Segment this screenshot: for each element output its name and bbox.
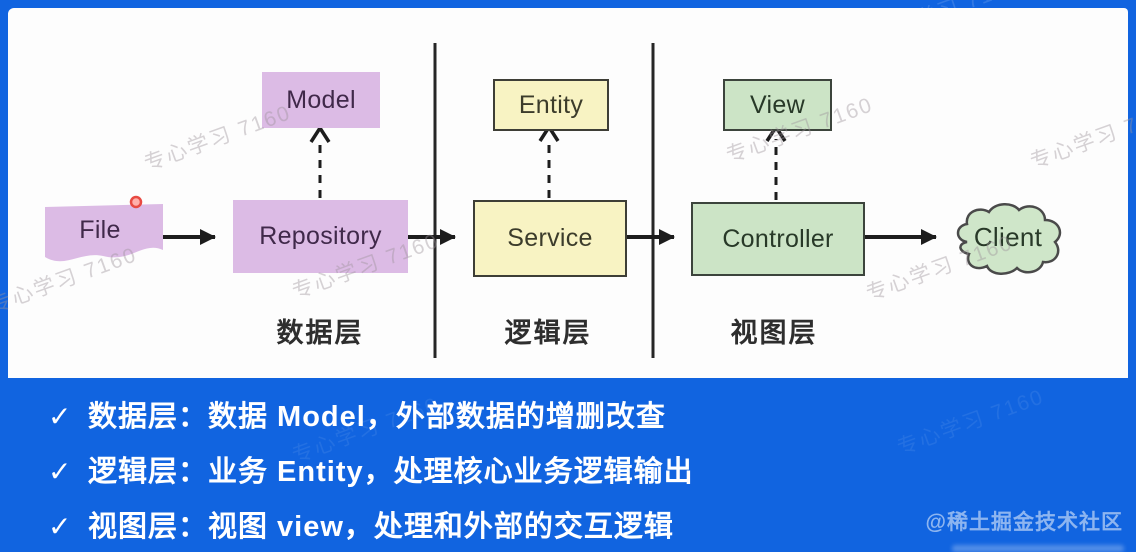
service-node: Service: [473, 200, 627, 277]
note-row-view-layer: ✓ 视图层：视图 view，处理和外部的交互逻辑: [0, 508, 1136, 548]
model-node: Model: [262, 72, 380, 128]
layer-label-view: 视图层: [730, 317, 818, 348]
note-row-data-layer: ✓ 数据层：数据 Model，外部数据的增删改查: [0, 398, 1136, 438]
note-text: 数据层：数据 Model，外部数据的增删改查: [88, 401, 666, 433]
note-row-logic-layer: ✓ 逻辑层：业务 Entity，处理核心业务逻辑输出: [0, 453, 1136, 493]
check-icon: ✓: [48, 511, 72, 542]
note-text: 逻辑层：业务 Entity，处理核心业务逻辑输出: [88, 456, 694, 488]
view-node: View: [723, 79, 832, 131]
entity-node: Entity: [493, 79, 609, 131]
layer-label-data: 数据层: [276, 317, 364, 348]
notes-panel: ✓ 数据层：数据 Model，外部数据的增删改查 ✓ 逻辑层：业务 Entity…: [0, 378, 1136, 551]
file-node-label: File: [79, 215, 121, 244]
check-icon: ✓: [48, 401, 72, 432]
cutoff-text-strip: [952, 545, 1124, 552]
note-text: 视图层：视图 view，处理和外部的交互逻辑: [88, 511, 674, 543]
repository-node: Repository: [233, 200, 408, 273]
diagram-canvas: [8, 8, 1128, 378]
layer-label-logic: 逻辑层: [504, 317, 592, 348]
controller-node: Controller: [691, 202, 865, 276]
watermark-community: @稀土掘金技术社区: [925, 511, 1123, 534]
check-icon: ✓: [48, 456, 72, 487]
client-node-label: Client: [973, 221, 1043, 252]
